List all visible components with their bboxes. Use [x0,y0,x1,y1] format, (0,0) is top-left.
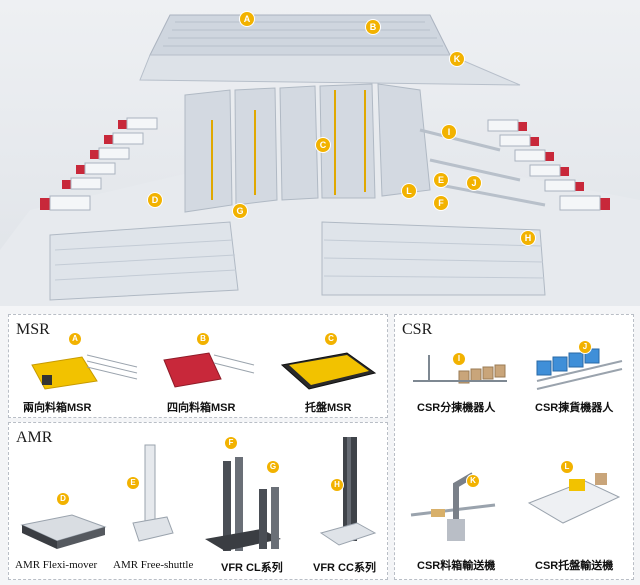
msr-four-way-image [163,352,255,388]
csr-panel: CSR I CSR分揀機器人 J CSR揀貨機器人 K CSR料箱輸送機 [394,314,634,580]
msr-pallet-label: 托盤MSR [305,402,352,414]
marker-h: H [521,231,535,245]
amr-panel: AMR D AMR Flexi-mover E AMR Free-shuttle… [8,422,388,580]
vfr-cl-image [205,457,281,551]
marker-e: E [434,173,448,187]
csr-sorting-robot-label: CSR分揀機器人 [417,402,496,414]
vfr-cc-label: VFR CC系列 [313,562,376,574]
amr-badge-d: D [57,493,69,505]
csr-badge-i: I [453,353,465,365]
marker-k: K [450,52,464,66]
marker-f: F [434,196,448,210]
warehouse-overview-illustration: A B C D E F G H I J K L [0,0,640,306]
marker-l: L [402,184,416,198]
msr-pallet-image [280,352,377,390]
amr-flexi-mover-image [20,514,107,549]
marker-a: A [240,12,254,26]
csr-picking-robot-image [536,348,623,390]
csr-pallet-conveyor-image [527,473,621,524]
amr-badge-g: G [267,461,279,473]
csr-pallet-conveyor-label: CSR托盤輸送機 [535,560,614,572]
warehouse-scene [0,14,640,306]
csr-title: CSR [402,321,433,338]
vfr-cl-label: VFR CL系列 [221,562,283,574]
amr-free-shuttle-image [132,444,174,542]
msr-two-way-label: 兩向料箱MSR [23,402,92,414]
csr-badge-k: K [467,475,479,487]
amr-badge-h: H [331,479,343,491]
amr-flexi-mover-label: AMR Flexi-mover [15,559,98,571]
vfr-cc-image [319,437,377,546]
csr-sorting-robot-image [413,355,507,384]
msr-four-way-label: 四向料箱MSR [167,402,236,414]
amr-badge-e: E [127,477,139,489]
csr-badge-l: L [561,461,573,473]
amr-title: AMR [16,429,53,446]
msr-title: MSR [16,321,50,338]
msr-badge-b: B [197,333,209,345]
msr-panel: MSR A 兩向料箱MSR B 四向料箱MSR C 托盤MSR [8,314,388,418]
marker-c: C [316,138,330,152]
csr-tote-conveyor-label: CSR料箱輸送機 [417,560,496,572]
marker-b: B [366,20,380,34]
csr-tote-conveyor-image [410,472,496,541]
msr-two-way-image [31,354,138,390]
csr-picking-robot-label: CSR揀貨機器人 [535,402,614,414]
marker-j: J [467,176,481,190]
marker-g: G [233,204,247,218]
msr-badge-c: C [325,333,337,345]
marker-i: I [442,125,456,139]
amr-free-shuttle-label: AMR Free-shuttle [113,559,194,571]
marker-d: D [148,193,162,207]
msr-badge-a: A [69,333,81,345]
csr-badge-j: J [579,341,591,353]
amr-badge-f: F [225,437,237,449]
